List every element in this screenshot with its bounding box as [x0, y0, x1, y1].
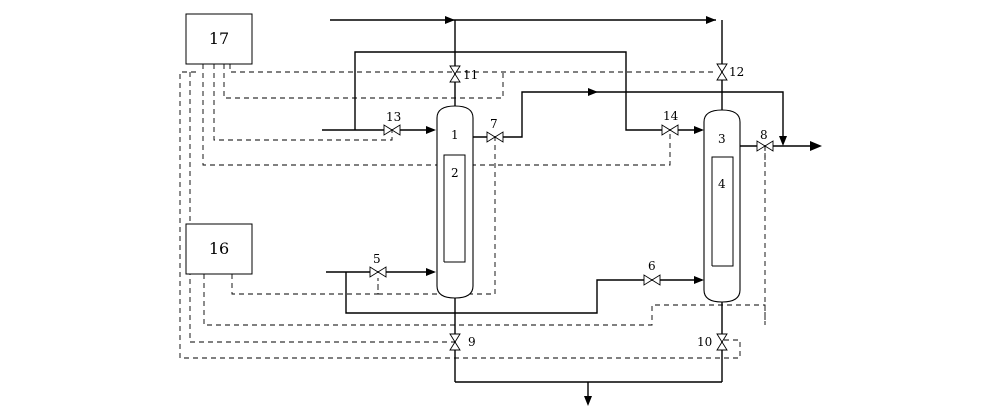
signal-17-to-valve13	[213, 64, 393, 141]
valve-8-label: 8	[760, 128, 768, 142]
controller-16-label: 16	[209, 239, 229, 258]
valve-5[interactable]: 5	[369, 252, 387, 278]
controller-16-box: 16	[185, 223, 253, 275]
vessel-4-label: 4	[718, 177, 726, 191]
valve-13[interactable]: 13	[383, 110, 401, 136]
process-lines	[322, 16, 822, 406]
product-arrow	[810, 141, 822, 151]
signal-17-to-valve11	[223, 64, 504, 99]
controller-17-box: 17	[185, 13, 253, 65]
valve-9-label: 9	[468, 335, 476, 349]
arrow-into-vessel1	[426, 126, 436, 134]
cross-line-to-valve14	[354, 51, 702, 131]
vessel1-outlet-line	[472, 91, 784, 138]
arrow-into-vessel1-bottom	[426, 268, 436, 276]
signal-17-to-valve9	[189, 72, 455, 343]
signal-17-to-valve12	[229, 64, 716, 73]
drain-arrow	[584, 396, 592, 406]
valve-14[interactable]: 14	[661, 109, 679, 136]
valve-6-label: 6	[648, 259, 656, 273]
arrow-into-vessel3-bottom	[694, 276, 704, 284]
valve-6[interactable]: 6	[643, 259, 661, 286]
bypass-to-valve6	[345, 272, 702, 314]
top-feed-arrow-2	[706, 16, 716, 24]
valve-13-label: 13	[386, 110, 401, 124]
valve-12[interactable]: 12	[716, 63, 744, 81]
valve-7[interactable]: 7	[486, 117, 504, 143]
valve-11[interactable]: 11	[449, 65, 478, 83]
vessel-3: 3 4	[703, 109, 741, 303]
vessel-3-label: 3	[718, 132, 726, 146]
signal-17-outer-loop	[179, 71, 741, 359]
vessel-1: 1 2	[436, 105, 474, 299]
arrow-into-vessel3	[694, 126, 704, 134]
valve-10[interactable]: 10	[697, 333, 728, 351]
valve-10-label: 10	[697, 335, 712, 349]
outlet-down-arrow	[779, 136, 787, 146]
top-feed-arrow-1	[445, 16, 455, 24]
valve-8[interactable]: 8	[756, 128, 774, 152]
valve-12-label: 12	[729, 65, 744, 79]
controller-17-label: 17	[209, 29, 229, 48]
signal-16-to-valve5-and-7	[231, 137, 496, 295]
valve-7-label: 7	[490, 117, 498, 131]
vessel-1-label: 1	[451, 128, 459, 142]
valve-9[interactable]: 9	[449, 333, 476, 351]
outlet-flow-arrow	[588, 88, 598, 96]
signal-16-to-valve8	[203, 146, 766, 326]
valve-14-label: 14	[663, 109, 679, 123]
valve-5-label: 5	[373, 252, 381, 266]
vessel-2-label: 2	[451, 166, 459, 180]
valve-11-label: 11	[463, 68, 478, 82]
